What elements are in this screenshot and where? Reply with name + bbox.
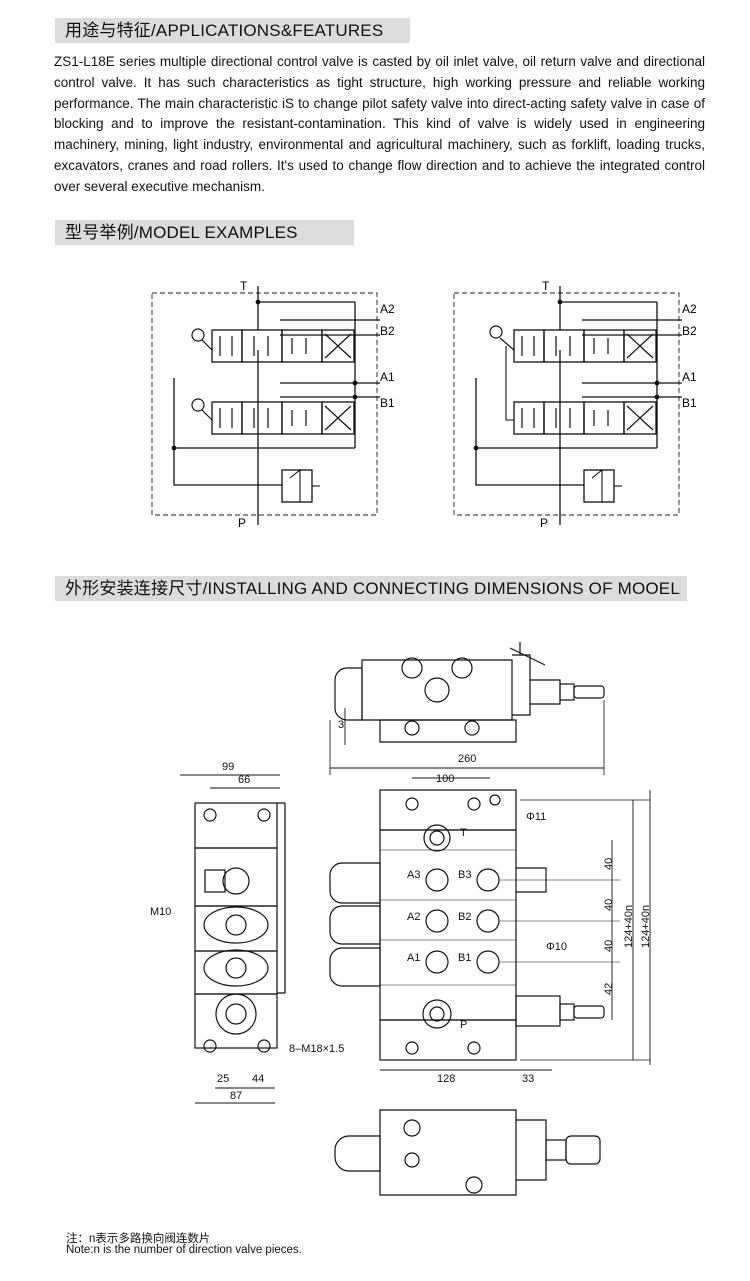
- port-label-b2: B2: [380, 324, 395, 338]
- port-label-a2: A2: [380, 302, 395, 316]
- port-label-b2: B2: [458, 911, 471, 923]
- port-label-a1: A1: [407, 952, 420, 964]
- port-label-a2: A2: [407, 911, 420, 923]
- port-label-p: P: [238, 516, 246, 530]
- section-title: 用途与特征/APPLICATIONS&FEATURES: [65, 21, 384, 40]
- dim-m18: 8–M18×1.5: [289, 1043, 344, 1055]
- port-label-p: P: [460, 1019, 467, 1031]
- side-view: [194, 802, 286, 1053]
- bottom-view: [334, 1109, 601, 1196]
- section-header-dimensions: 外形安装连接尺寸/INSTALLING AND CONNECTING DIMEN…: [55, 576, 687, 601]
- dim-phi10: Φ10: [546, 941, 567, 953]
- port-label-a1: A1: [380, 370, 395, 384]
- dim-phi11: Φ11: [526, 811, 546, 823]
- front-view: [329, 789, 605, 1061]
- dim-44: 44: [252, 1073, 264, 1085]
- dimension-drawing: 3 260 99 66 100 Φ11 Φ10 M10 8–M18×1.5 25…: [150, 642, 652, 1196]
- dim-3: 3: [338, 719, 344, 731]
- dim-m10: M10: [150, 906, 171, 918]
- port-label-a2: A2: [682, 302, 697, 316]
- section-title: 型号举例/MODEL EXAMPLES: [65, 223, 298, 242]
- note-english: Note:n is the number of direction valve …: [66, 1244, 302, 1256]
- dim-124-inner: 124+40n: [623, 905, 635, 948]
- dim-124-outer: 124+40n: [640, 905, 652, 948]
- model-schematics: T P A2 B2 A1 B1 T P A2 B2 A1 B1: [151, 279, 697, 530]
- port-label-t: T: [542, 279, 550, 293]
- schematic-left: T P A2 B2 A1 B1: [151, 279, 395, 530]
- dim-128: 128: [437, 1073, 455, 1085]
- port-label-a1: A1: [682, 370, 697, 384]
- dim-40-mid: 40: [603, 899, 615, 911]
- top-view: [334, 642, 605, 743]
- port-label-b1: B1: [458, 952, 471, 964]
- dim-42: 42: [603, 983, 615, 995]
- section-header-applications: 用途与特征/APPLICATIONS&FEATURES: [55, 18, 410, 43]
- dim-100: 100: [436, 773, 454, 785]
- port-label-p: P: [540, 516, 548, 530]
- port-label-t: T: [240, 279, 248, 293]
- section-header-models: 型号举例/MODEL EXAMPLES: [55, 220, 354, 245]
- schematic-right: T P A2 B2 A1 B1: [453, 279, 697, 530]
- dim-66: 66: [238, 774, 250, 786]
- dim-260: 260: [458, 753, 476, 765]
- dim-99: 99: [222, 761, 234, 773]
- dim-40-bot: 40: [603, 940, 615, 952]
- port-label-a3: A3: [407, 869, 420, 881]
- dim-87: 87: [230, 1090, 242, 1102]
- port-label-t: T: [460, 827, 467, 839]
- port-label-b2: B2: [682, 324, 697, 338]
- dim-25: 25: [217, 1073, 229, 1085]
- dim-33: 33: [522, 1073, 534, 1085]
- port-label-b1: B1: [682, 396, 697, 410]
- note-chinese: 注：n表示多路换向阀连数片: [66, 1233, 211, 1245]
- dim-40-top: 40: [603, 858, 615, 870]
- port-label-b1: B1: [380, 396, 395, 410]
- description-paragraph: ZS1-L18E series multiple directional con…: [54, 54, 705, 194]
- port-label-b3: B3: [458, 869, 471, 881]
- section-title: 外形安装连接尺寸/INSTALLING AND CONNECTING DIMEN…: [65, 579, 680, 598]
